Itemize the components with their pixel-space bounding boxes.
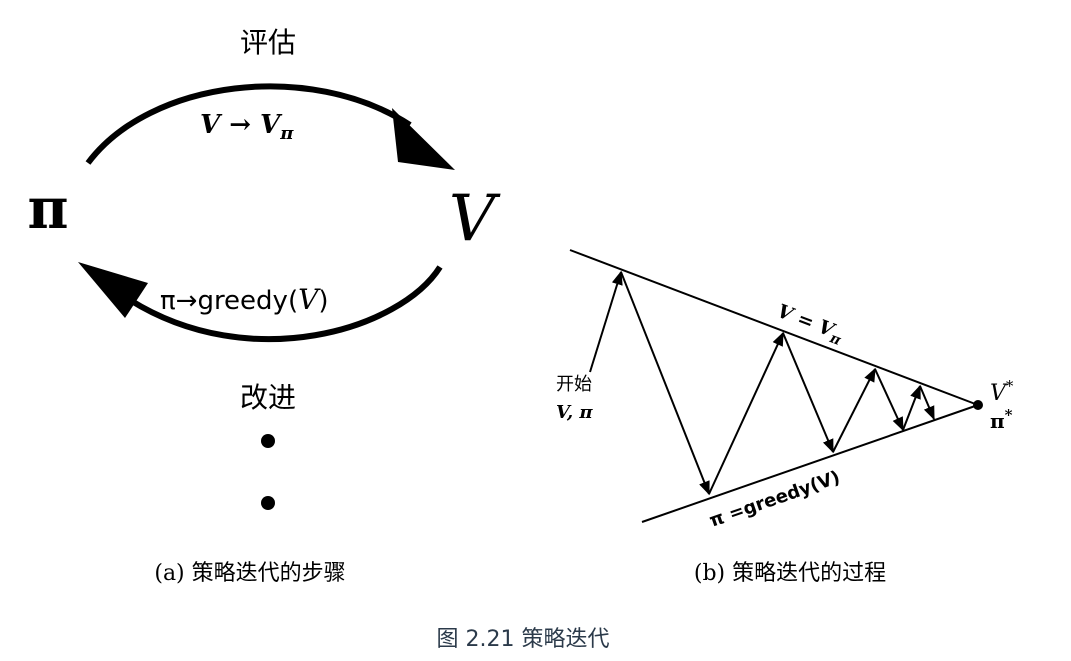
- optimum-point: [973, 400, 983, 410]
- panel-b-caption: (b) 策略迭代的过程: [694, 561, 886, 586]
- greedy-line: [641, 404, 979, 523]
- figure-caption: 图 2.21 策略迭代: [437, 627, 610, 652]
- value-symbol: V: [449, 182, 501, 256]
- panel-a-caption: (a) 策略迭代的步骤: [154, 561, 345, 586]
- improvement-formula: π→greedy(V): [160, 283, 328, 316]
- start-label: 开始: [556, 374, 592, 395]
- evaluate-label: 评估: [240, 26, 296, 59]
- start-vars: V, π: [556, 402, 593, 423]
- evaluation-arc: [85, 83, 412, 165]
- evaluation-formula: V → Vπ: [200, 110, 294, 144]
- continuation-dot-1: [261, 434, 275, 448]
- improvement-arc: [128, 265, 443, 343]
- optimal-value-label: V*: [990, 377, 1014, 406]
- evaluation-arrowhead: [392, 108, 455, 170]
- improvement-arrowhead: [78, 262, 148, 318]
- panel-b: 开始 V, π V = Vπ π =greedy(V) V* π* (b) 策略…: [556, 249, 1014, 586]
- optimal-policy-label: π*: [990, 406, 1013, 433]
- panel-a: 评估 V → Vπ π V π→greedy(V) 改进 (a) 策略迭代的步骤: [28, 26, 501, 586]
- improve-label: 改进: [240, 381, 296, 414]
- value-line: [569, 249, 979, 406]
- iteration-arrows: [589, 270, 935, 496]
- policy-symbol: π: [28, 176, 69, 242]
- continuation-dot-2: [261, 496, 275, 510]
